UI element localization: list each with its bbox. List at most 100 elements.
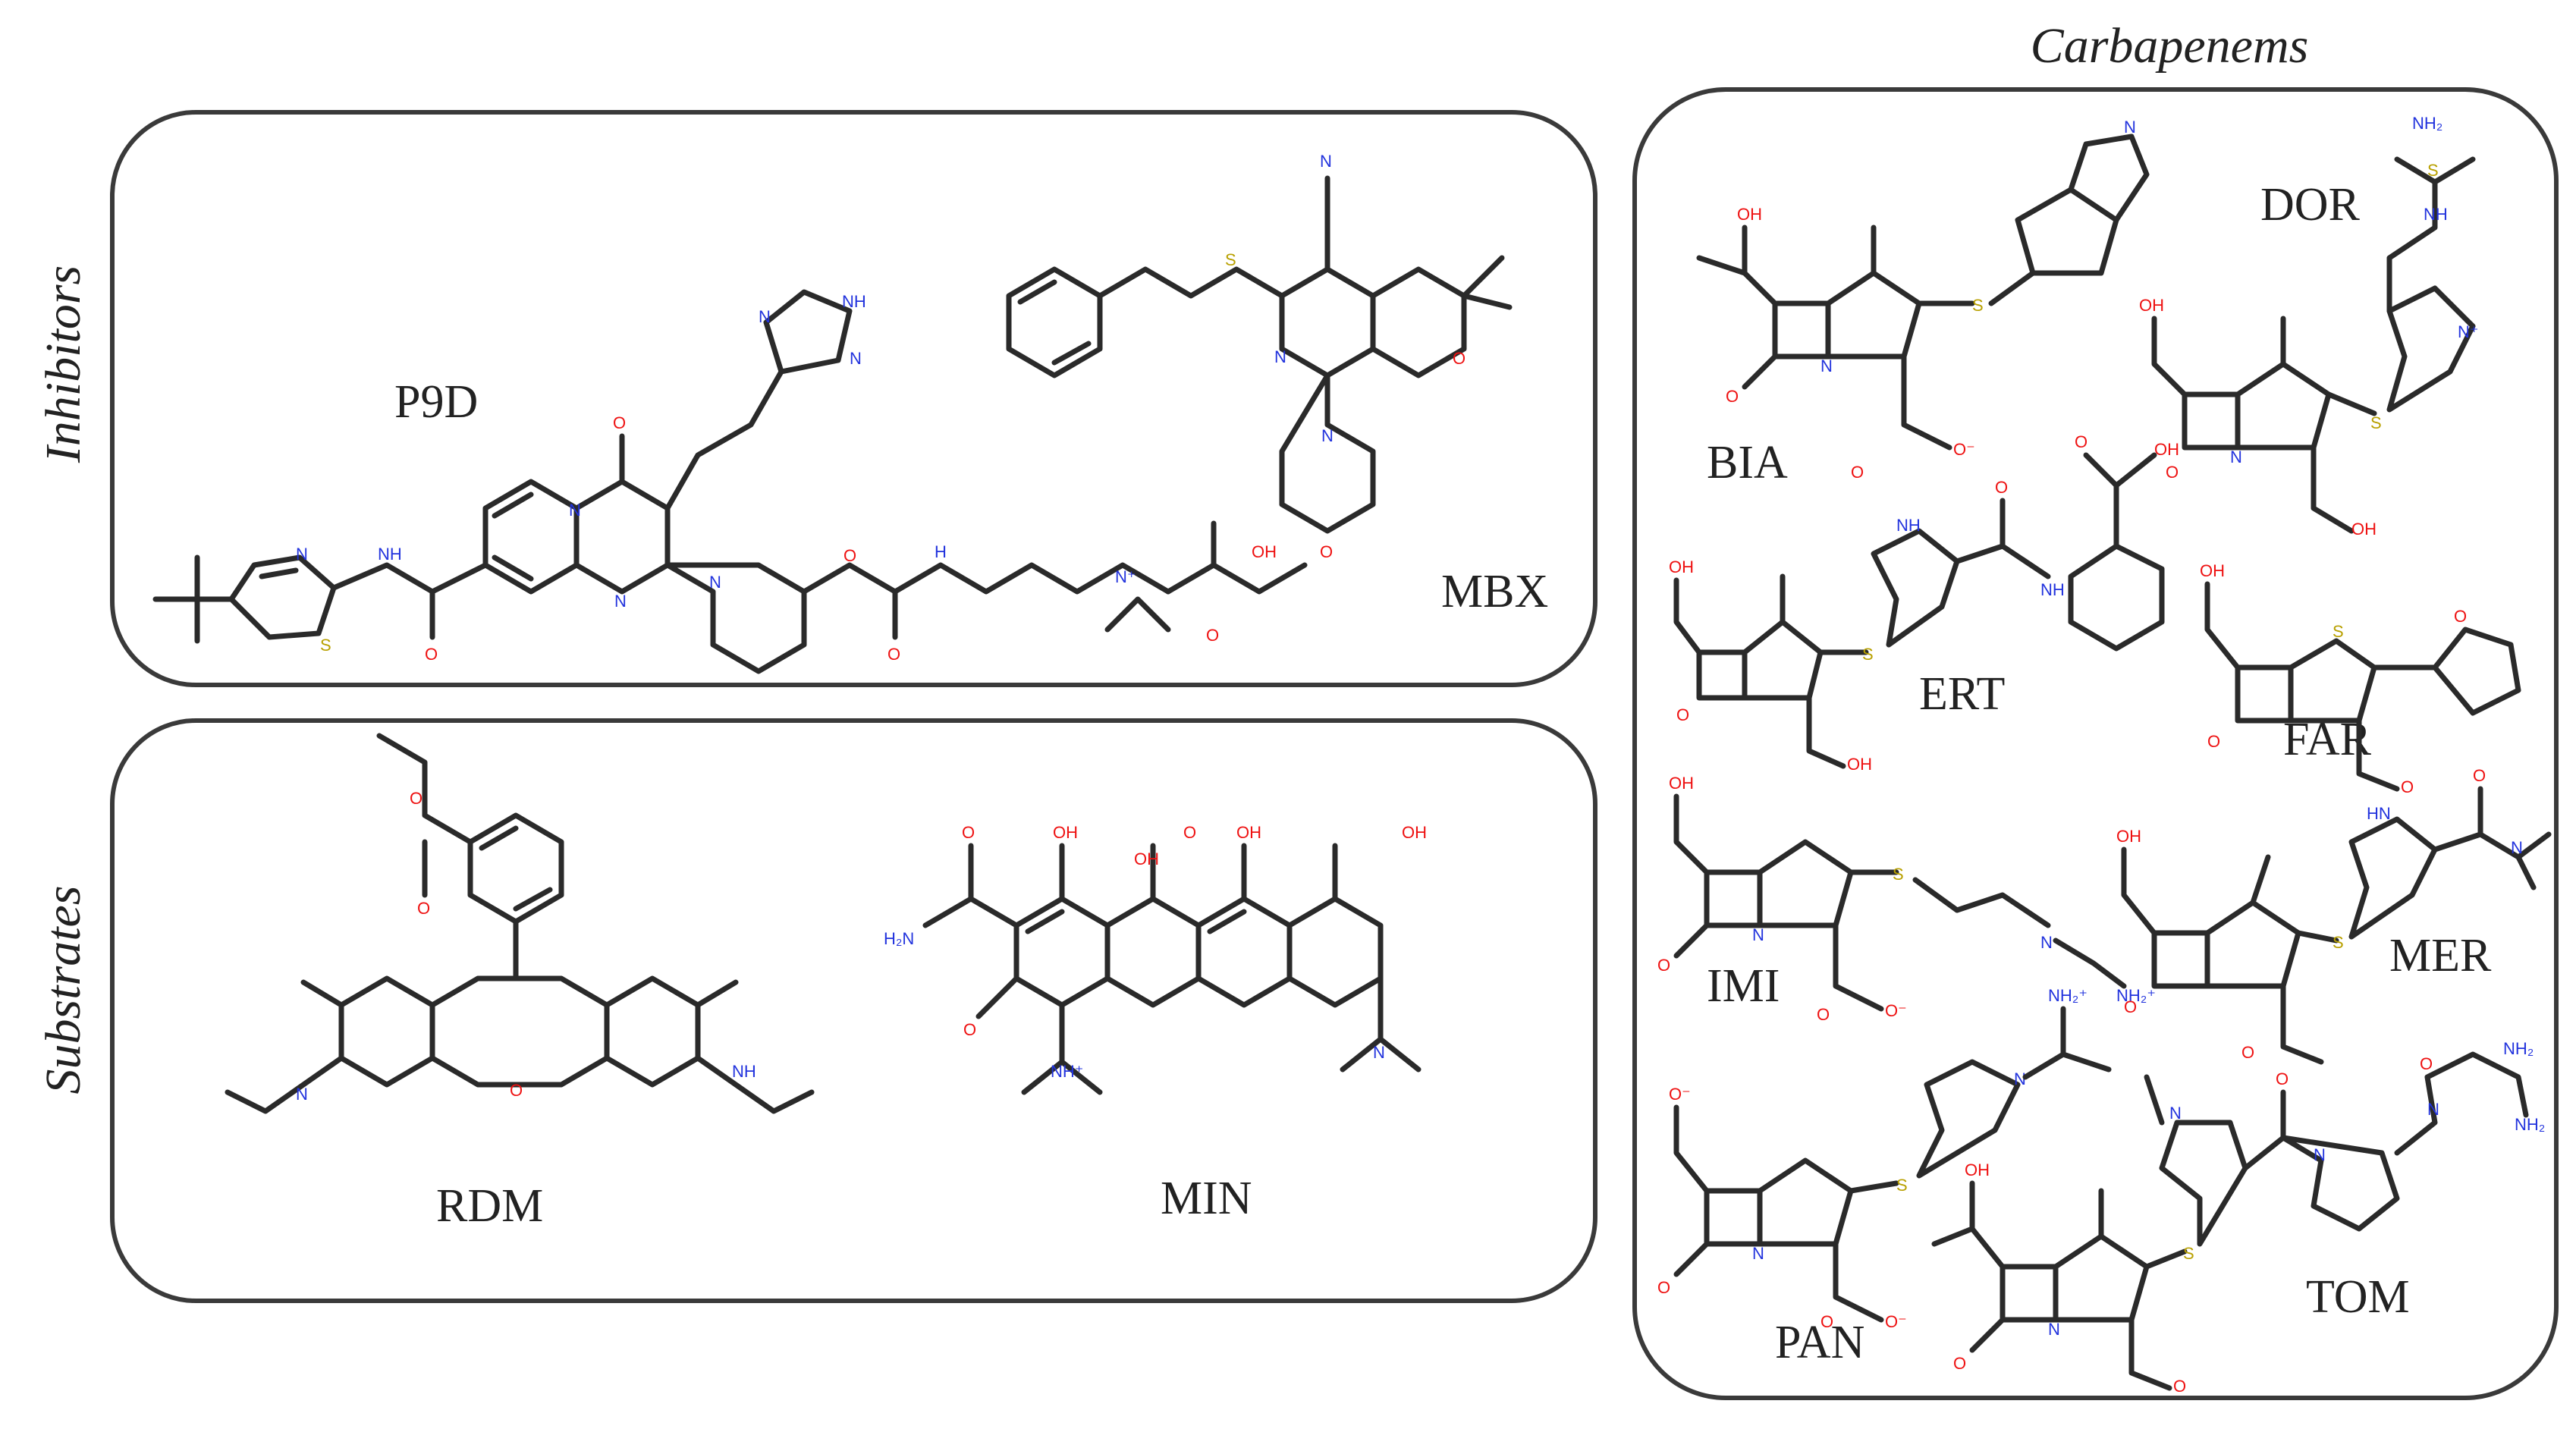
atom-o: O [2420,1054,2433,1073]
atom-nh: NH [732,1062,756,1081]
atom-o: O [2241,1043,2254,1062]
atom-n: N [2169,1104,2182,1123]
atom-nh2-plus: NH₂⁺ [2116,986,2156,1005]
atom-n: N [569,501,581,520]
atom-n: N [1752,925,1764,944]
atom-nh-plus: NH⁺ [1051,1062,1083,1081]
atom-n: N [1274,347,1286,366]
atom-oh: OH [1402,823,1427,842]
atom-n: N [614,592,627,611]
atom-o-minus: O⁻ [1885,1312,1907,1331]
molecule-min: MIN OH OH O OH OH O H₂N O NH⁺ N [884,823,1427,1224]
atom-s: S [1896,1176,1908,1195]
atom-o: O [2166,463,2179,482]
atom-o: O [1206,626,1219,645]
atom-n: N [1373,1043,1385,1062]
molecule-label-rdm: RDM [436,1180,543,1232]
atom-nh: NH [2424,205,2448,224]
molecule-p9d: P9D N S NH O N N O NH N N N O O H N [152,289,1308,674]
atom-n: N [2314,1145,2326,1164]
atom-s: S [2427,161,2439,180]
atom-o: O [410,789,423,808]
atom-oh: OH [1669,774,1694,793]
atom-n: N [2040,933,2053,952]
atom-o: O [613,413,626,432]
carbapenems-panel [1632,87,2559,1400]
atom-nh: NH [378,545,402,564]
atom-s: S [2370,413,2382,432]
molecule-dor: DOR OH N O OH S N⁺ NH S NH₂ [2139,114,2479,539]
atom-o: O [1953,1354,1966,1373]
molecule-far: FAR OH S O O O [2200,561,2521,796]
atom-o: O [1820,1312,1833,1331]
atom-o: O [1657,1278,1670,1297]
atom-o: O [425,645,438,664]
inhibitors-panel [110,110,1597,687]
atom-o: O [1995,478,2008,497]
atom-oh: OH [1737,205,1762,224]
atom-o-minus: O⁻ [1953,440,1975,459]
atom-o: O [1817,1005,1830,1024]
atom-nh2-plus: NH₂⁺ [2048,986,2088,1005]
molecule-mer: MER OH O O S HN O N [2116,766,2552,1065]
atom-o: O [2173,1377,2186,1396]
atom-oh: OH [2154,440,2179,459]
atom-nh2: NH₂ [2515,1115,2545,1134]
atom-o: O [963,1020,976,1039]
atom-oh: OH [1252,542,1277,561]
atom-oh: OH [1053,823,1078,842]
atom-n-plus: N⁺ [2458,322,2479,341]
molecule-rdm: RDM O O O N NH [225,733,815,1232]
atom-n: N [2230,448,2242,466]
molecule-label-mbx: MBX [1441,566,1548,617]
molecule-label-mer: MER [2389,930,2492,981]
atom-n: N [1320,152,1332,171]
atom-n-plus: N⁺ [1115,567,1136,586]
atom-nh: NH [842,292,866,311]
atom-h: H [935,542,947,561]
atom-n: N [2427,1100,2439,1119]
atom-s: S [1972,296,1984,315]
molecule-imi: IMI OH O N O⁻ O S N NH₂⁺ [1657,774,2156,1024]
carbapenems-title: Carbapenems [2031,18,2309,74]
atom-o: O [417,899,430,918]
atom-n: N [296,545,308,564]
inhibitors-label: Inhibitors [36,265,91,463]
atom-o-minus: O⁻ [1669,1085,1691,1104]
atom-s: S [2333,933,2344,952]
atom-o: O [2454,607,2467,626]
molecule-label-p9d: P9D [394,376,478,428]
atom-o: O [1657,956,1670,975]
atom-s: S [1893,865,1904,884]
atom-s: S [320,636,331,655]
atom-n: N [709,573,721,592]
atom-oh: OH [1847,755,1872,774]
atom-o: O [2473,766,2486,785]
molecule-ert: ERT OH O OH S NH O NH OH O [1669,432,2179,774]
atom-o: O [2124,997,2137,1016]
atom-hn: HN [2367,804,2391,823]
atom-oh: OH [1965,1160,1990,1179]
molecule-bia: BIA OH O N S N O⁻ O [1696,118,2150,488]
atom-oh: OH [2116,827,2141,846]
atom-n: N [2014,1069,2026,1088]
atom-nh2: NH₂ [2503,1039,2534,1058]
atom-o: O [962,823,975,842]
atom-s: S [1225,250,1236,269]
atom-n: N [1752,1244,1764,1263]
molecule-mbx: MBX S N N O N O [1006,152,1548,617]
atom-o: O [1851,463,1864,482]
molecule-label-bia: BIA [1707,437,1788,488]
atom-nh2: NH₂ [2412,114,2442,133]
atom-oh: OH [1236,823,1261,842]
atom-o: O [2207,732,2220,751]
atom-h2n: H₂N [884,929,914,948]
atom-s: S [1862,645,1874,664]
atom-o: O [1726,387,1739,406]
atom-oh: OH [2351,520,2377,539]
atom-s: S [2183,1244,2194,1263]
molecule-tom: TOM OH O N O S N O N N O NH₂ NH₂ [1931,1039,2545,1396]
molecule-label-imi: IMI [1707,960,1780,1012]
atom-o: O [2401,777,2414,796]
